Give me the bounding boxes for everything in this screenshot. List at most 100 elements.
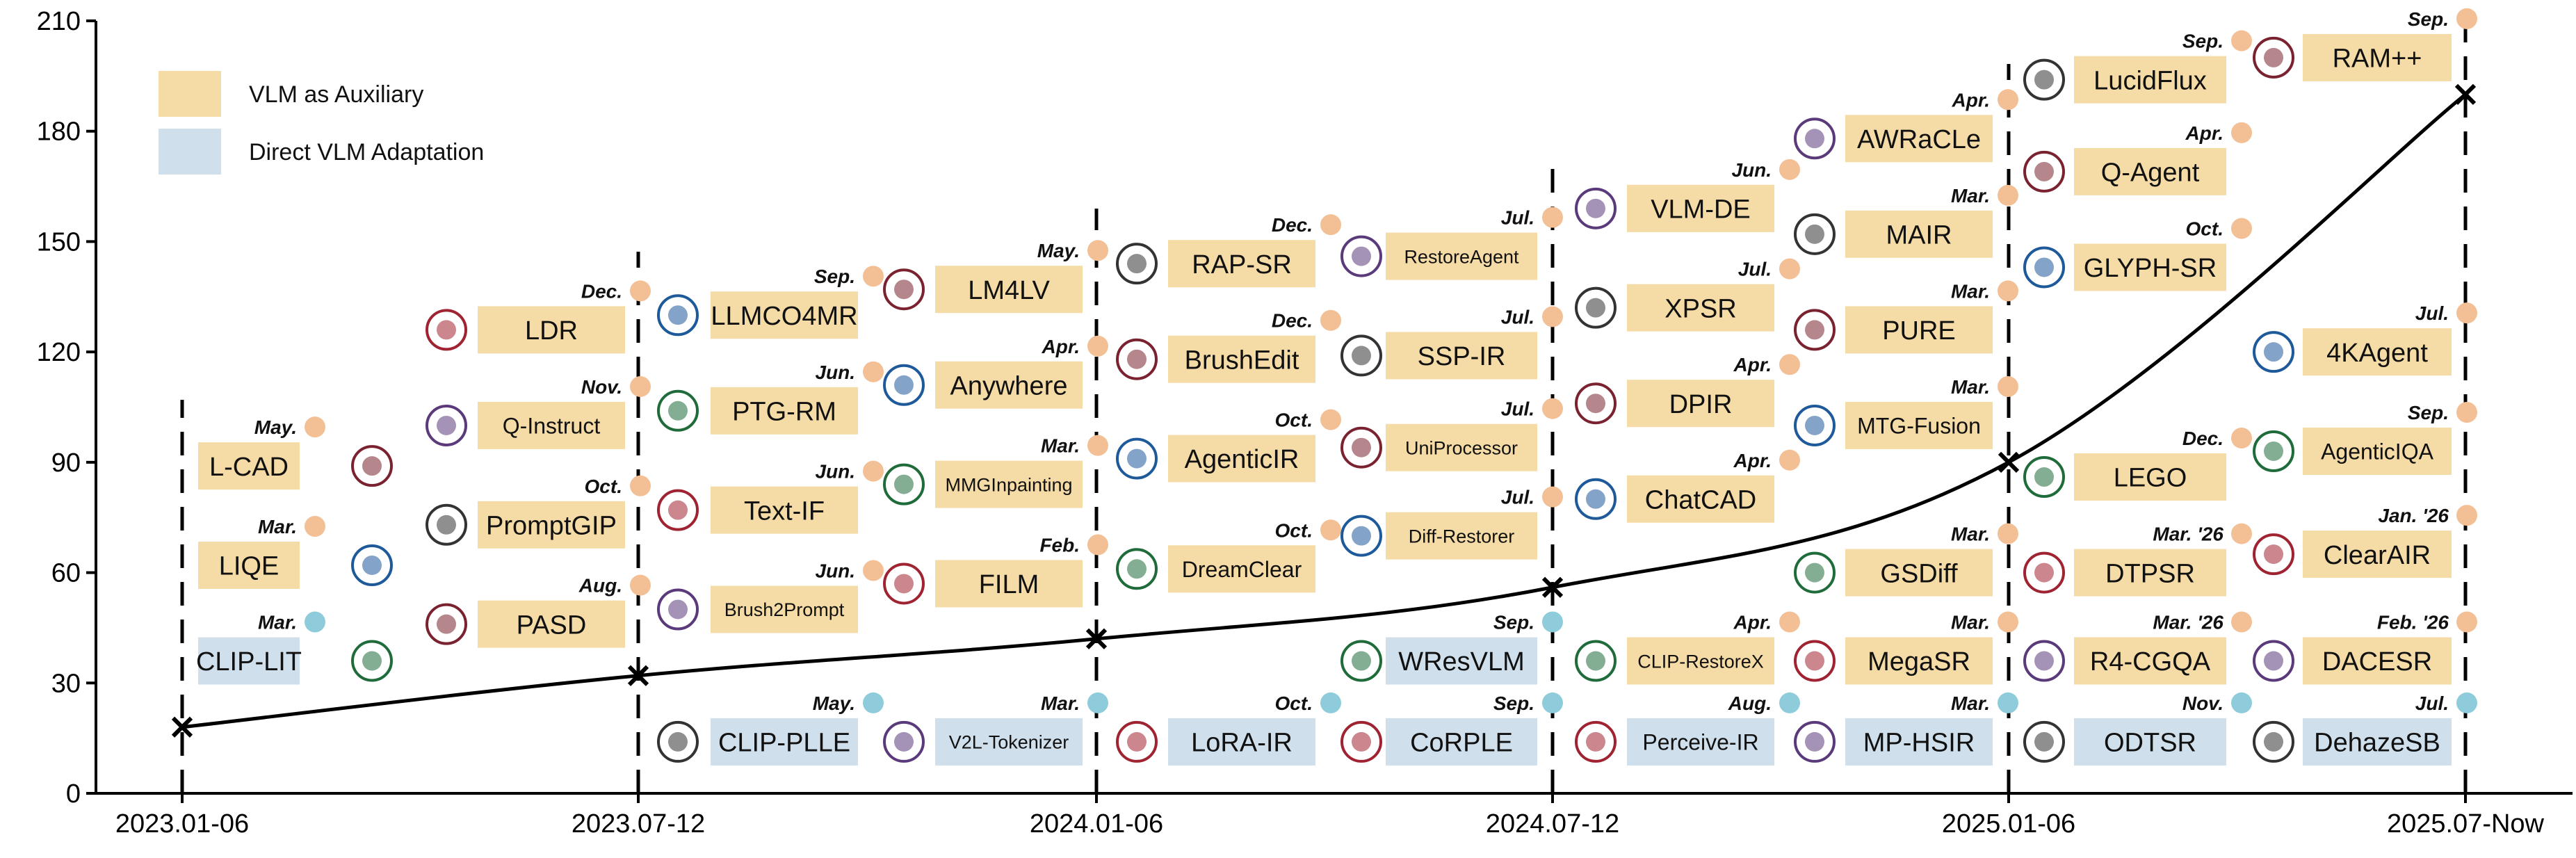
method-box (1627, 284, 1774, 332)
method-label: VLM-DE (1651, 195, 1751, 224)
date-dot (1779, 258, 1800, 280)
date-label: Apr. (1733, 450, 1772, 471)
date-label: Mar. (258, 612, 297, 633)
x-tick-label: 2023.01-06 (115, 809, 249, 839)
date-dot (1087, 335, 1108, 357)
date-label: Aug. (578, 575, 622, 597)
date-label: Nov. (581, 376, 622, 398)
institution-logo-icon (668, 500, 688, 520)
institution-logo-icon (351, 445, 393, 487)
method-label: Brush2Prompt (724, 599, 845, 620)
date-label: Jun. (815, 461, 855, 483)
institution-logo-icon (883, 364, 925, 406)
date-dot (863, 560, 884, 581)
institution-logo-icon (1805, 562, 1824, 583)
date-label: Sep. (1493, 693, 1534, 714)
institution-logo-icon (1794, 551, 1836, 594)
method-label: RestoreAgent (1404, 246, 1519, 267)
method-box (2303, 427, 2452, 475)
method-box (935, 361, 1083, 409)
method-box (478, 401, 625, 449)
method-box (1627, 380, 1774, 428)
method-label: L-CAD (209, 453, 289, 482)
date-label: Dec. (581, 280, 622, 302)
method-box (1168, 335, 1315, 383)
method-box (1168, 718, 1315, 766)
method-box (1386, 718, 1537, 766)
date-label: Jul. (1501, 398, 1534, 420)
method-label: FILM (979, 570, 1039, 599)
trend-line-layer (171, 83, 2477, 738)
date-dot (2231, 218, 2252, 239)
date-dot (863, 266, 884, 287)
date-label: May. (813, 693, 855, 714)
institution-logo-icon (1127, 731, 1147, 752)
method-box (1168, 435, 1315, 483)
method-box (1386, 637, 1537, 685)
institution-logo-icon (1575, 478, 1617, 520)
date-label: Sep. (2408, 8, 2449, 30)
institution-logo-icon (2034, 161, 2054, 181)
institution-logo-icon (2264, 731, 2283, 752)
date-label: Aug. (1728, 693, 1772, 714)
institution-logo-icon (2264, 47, 2283, 67)
institution-logo-icon (2023, 150, 2065, 193)
method-label: GSDiff (1880, 559, 1958, 588)
method-box (711, 585, 858, 633)
date-label: Apr. (1952, 89, 1990, 111)
method-box (198, 541, 300, 589)
institution-logo-icon (1794, 720, 1836, 763)
method-box (935, 718, 1083, 766)
institution-logo-icon (1575, 382, 1617, 425)
institution-logo-icon (2034, 731, 2054, 752)
method-box (1386, 332, 1537, 380)
method-box (1845, 306, 1993, 354)
method-box (2074, 56, 2226, 104)
method-box (935, 560, 1083, 608)
x-tick-label: 2025.07-Now (2387, 809, 2545, 839)
date-label: May. (254, 416, 297, 438)
method-box (1845, 637, 1993, 685)
date-label: Mar. (1951, 376, 1990, 398)
method-label: MAIR (1886, 221, 1952, 250)
institution-logo-icon (1805, 224, 1824, 244)
method-label: PASD (517, 610, 587, 640)
institution-logo-icon (894, 574, 914, 594)
date-label: Jun. (1731, 159, 1772, 181)
date-label: Feb. (1039, 534, 1080, 556)
date-label: Jul. (2415, 693, 2449, 714)
method-box (2074, 147, 2226, 195)
date-dot (2456, 692, 2477, 713)
date-label: Oct. (1275, 519, 1313, 541)
institution-logo-icon (1352, 346, 1371, 366)
method-box (1386, 232, 1537, 280)
date-dot (630, 375, 651, 397)
method-label: DehazeSB (2314, 729, 2440, 758)
x-tick-label: 2024.01-06 (1030, 809, 1163, 839)
institution-logo-icon (883, 562, 925, 605)
institution-logo-icon (1352, 437, 1371, 458)
y-tick-label: 120 (37, 338, 81, 367)
y-tick-label: 60 (51, 559, 81, 588)
institution-logo-icon (2253, 533, 2294, 576)
data-point-marker (1085, 628, 1108, 649)
institution-logo-icon (1127, 349, 1147, 369)
method-box (2303, 718, 2452, 766)
data-point-marker (627, 665, 649, 686)
institution-logo-icon (2253, 720, 2294, 763)
date-dot (1779, 354, 1800, 375)
method-label: LM4LV (968, 276, 1050, 305)
date-label: Mar. (1951, 185, 1990, 207)
date-dot (1087, 240, 1108, 261)
institution-logo-icon (668, 731, 688, 752)
method-label: PTG-RM (732, 397, 836, 426)
institution-logo-icon (1116, 548, 1158, 590)
date-label: Mar. (1951, 612, 1990, 633)
method-label: V2L-Tokenizer (949, 732, 1069, 753)
institution-logo-icon (362, 555, 382, 575)
method-box (198, 442, 300, 490)
method-label: DreamClear (1182, 557, 1302, 582)
date-dot (1087, 534, 1108, 556)
method-box (935, 460, 1083, 508)
method-box (2074, 453, 2226, 501)
